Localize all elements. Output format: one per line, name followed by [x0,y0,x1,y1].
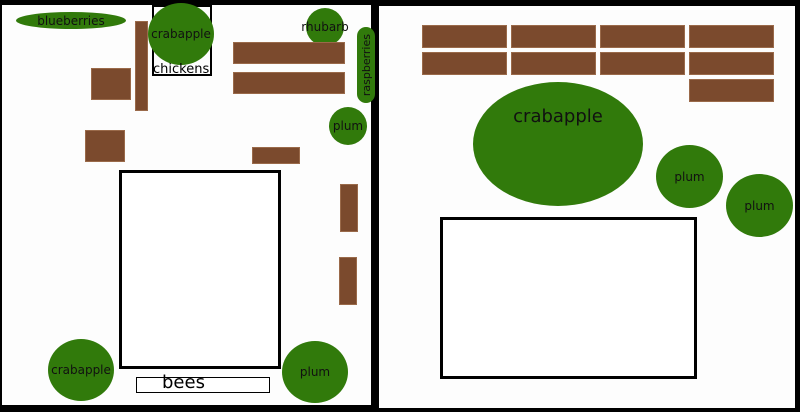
plum-tree: plum [656,145,723,208]
crabapple-label: crabapple [151,27,211,41]
blueberries-bush: blueberries [16,12,126,29]
bees-area [136,377,270,393]
raised-bed [252,147,300,164]
raised-bed [689,25,774,48]
bees-label: bees [162,372,205,393]
open-area [119,170,281,369]
plum-label: plum [299,365,331,379]
rhubarb-plant: rhubarb [301,8,349,46]
blueberries-label: blueberries [37,13,105,28]
raised-bed [689,52,774,75]
left-garden-plot: blueberries crabapple chickens rhubarb r… [2,3,375,405]
plum-tree: plum [282,341,348,403]
raised-bed [85,130,125,162]
raspberries-row: raspberries [357,27,375,103]
raised-bed [511,52,596,75]
raised-bed [600,25,685,48]
crabapple-label: crabapple [51,363,111,377]
raspberries-label: raspberries [359,33,373,97]
raised-bed [233,72,345,94]
plum-tree: plum [329,107,367,145]
raised-bed [689,79,774,102]
raised-bed [340,184,358,232]
raised-bed [91,68,131,100]
rhubarb-label: rhubarb [301,20,349,34]
plum-tree: plum [726,174,793,237]
raised-bed [600,52,685,75]
raised-bed [135,21,148,111]
plum-label: plum [674,169,705,184]
raised-bed [422,25,507,48]
crabapple-tree: crabapple [148,3,214,65]
crabapple-tree: crabapple [473,82,643,206]
plum-label: plum [332,119,364,133]
raised-bed [233,42,345,64]
right-garden-plot: crabapple plum plum [379,6,795,408]
plum-label: plum [744,198,775,213]
crabapple-label: crabapple [513,106,603,127]
raised-bed [422,52,507,75]
raised-bed [511,25,596,48]
raised-bed [339,257,357,305]
crabapple-tree: crabapple [48,339,114,401]
open-area [440,217,697,379]
chickens-label: chickens [153,62,210,77]
